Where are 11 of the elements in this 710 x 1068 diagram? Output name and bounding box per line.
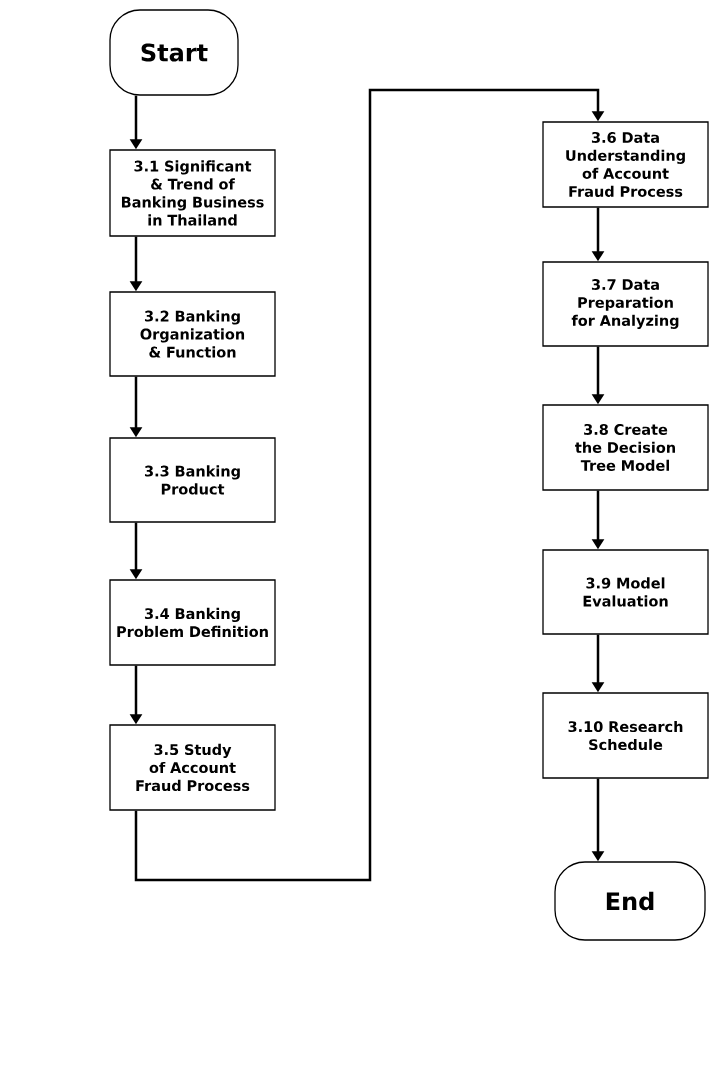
process-box: 3.2 Banking Organization & Function	[109, 291, 276, 377]
process-box: 3.6 Data Understanding of Account Fraud Process	[542, 121, 709, 208]
process-box: 3.5 Study of Account Fraud Process	[109, 724, 276, 811]
process-box: 3.1 Significant & Trend of Banking Business in Thailand	[109, 149, 276, 237]
process-box: 3.9 Model Evaluation	[542, 549, 709, 635]
process-box: 3.10 Research Schedule	[542, 692, 709, 779]
process-box: 3.8 Create the Decision Tree Model	[542, 404, 709, 491]
process-box: 3.3 Banking Product	[109, 437, 276, 523]
process-box: 3.7 Data Preparation for Analyzing	[542, 261, 709, 347]
arrow	[134, 88, 605, 882]
process-box: 3.4 Banking Problem Definition	[109, 579, 276, 666]
